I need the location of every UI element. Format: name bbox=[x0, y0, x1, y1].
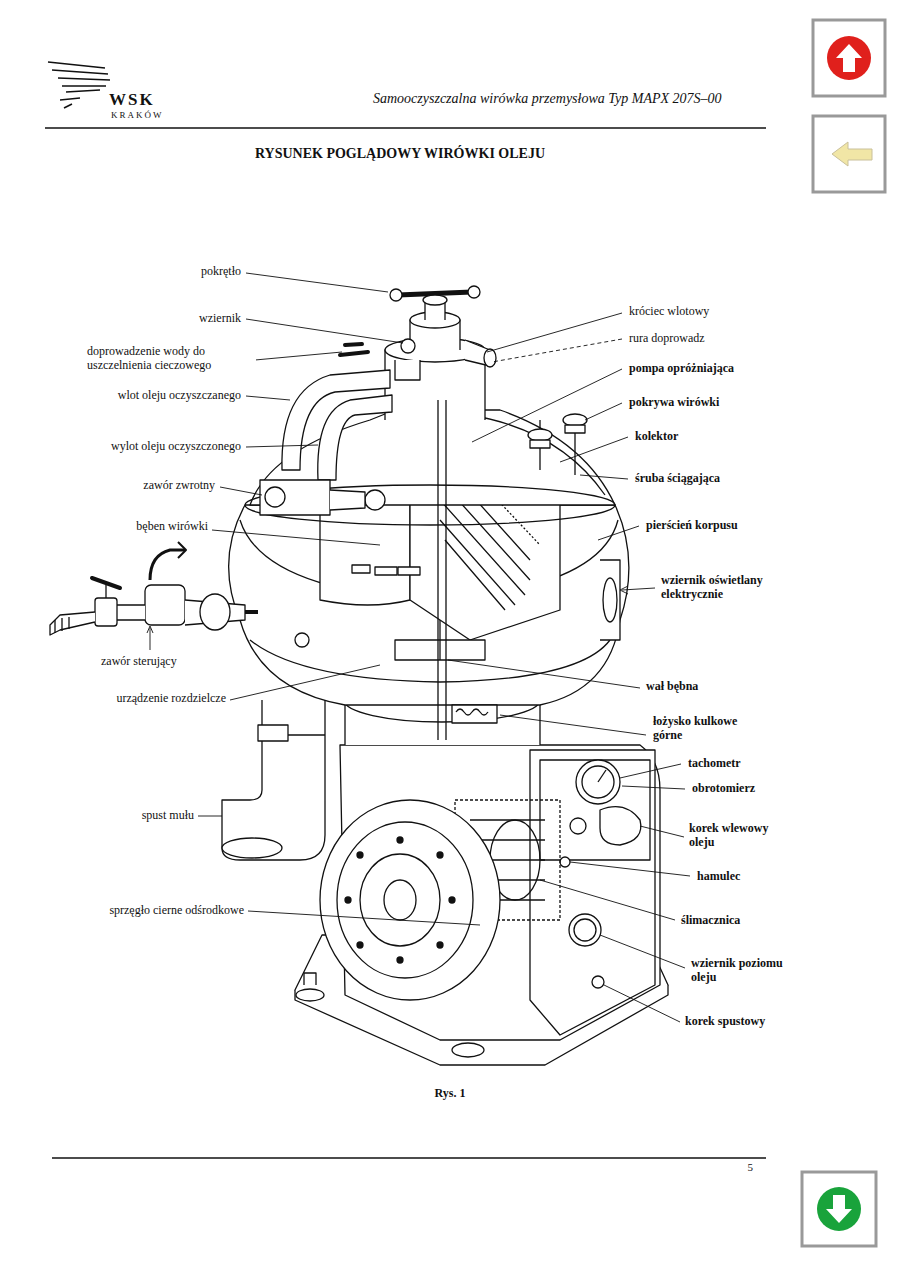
part-label: króciec wlotowy bbox=[628, 304, 780, 318]
page-title: RYSUNEK POGLĄDOWY WIRÓWKI OLEJU bbox=[150, 146, 650, 163]
running-header: Samooczyszczalna wirówka przemysłowa Typ… bbox=[372, 91, 784, 108]
part-label: wziernik bbox=[120, 311, 242, 325]
figure-caption: Rys. 1 bbox=[400, 1086, 500, 1100]
part-label: sprzęgło cierne odśrodkowe bbox=[53, 903, 245, 917]
page-number: 5 bbox=[732, 1161, 754, 1174]
part-label: pompa opróżniająca bbox=[628, 361, 780, 375]
part-label: pierścień korpusu bbox=[645, 518, 787, 532]
part-label: rura doprowadz bbox=[628, 331, 780, 345]
part-label: korek wlewowy oleju bbox=[688, 821, 794, 850]
part-label: pokrętło bbox=[120, 264, 242, 278]
part-label: pokrywa wirówki bbox=[628, 395, 780, 409]
part-label: hamulec bbox=[696, 869, 788, 883]
part-label: śruba ściągająca bbox=[634, 471, 776, 485]
logo-text: WSK bbox=[108, 90, 190, 110]
part-label: wziernik poziomu oleju bbox=[690, 956, 784, 985]
part-label: urządzenie rozdzielcze bbox=[55, 691, 227, 705]
part-label: wylot oleju oczyszczonego bbox=[70, 439, 242, 453]
part-label: zawór zwrotny bbox=[94, 478, 216, 492]
part-label: zawór sterujący bbox=[100, 654, 222, 668]
part-label: tachometr bbox=[687, 756, 789, 770]
part-label: wziernik oświetlany elektrycznie bbox=[660, 573, 790, 602]
part-label: korek spustowy bbox=[684, 1014, 801, 1028]
part-label: wał bębna bbox=[645, 679, 767, 693]
part-label: łożysko kulkowe górne bbox=[652, 714, 746, 743]
part-label: ślimacznica bbox=[680, 913, 782, 927]
logo-text: KRAKÓW bbox=[110, 110, 202, 121]
part-label: wlot oleju oczyszczanego bbox=[70, 388, 242, 402]
part-label: doprowadzenie wody do uszczelnienia ciec… bbox=[86, 344, 256, 373]
part-label: obrotomierz bbox=[691, 781, 793, 795]
part-label: bęben wirówki bbox=[87, 519, 209, 533]
part-label: kolektor bbox=[634, 429, 756, 443]
part-label: spust mułu bbox=[93, 808, 195, 822]
